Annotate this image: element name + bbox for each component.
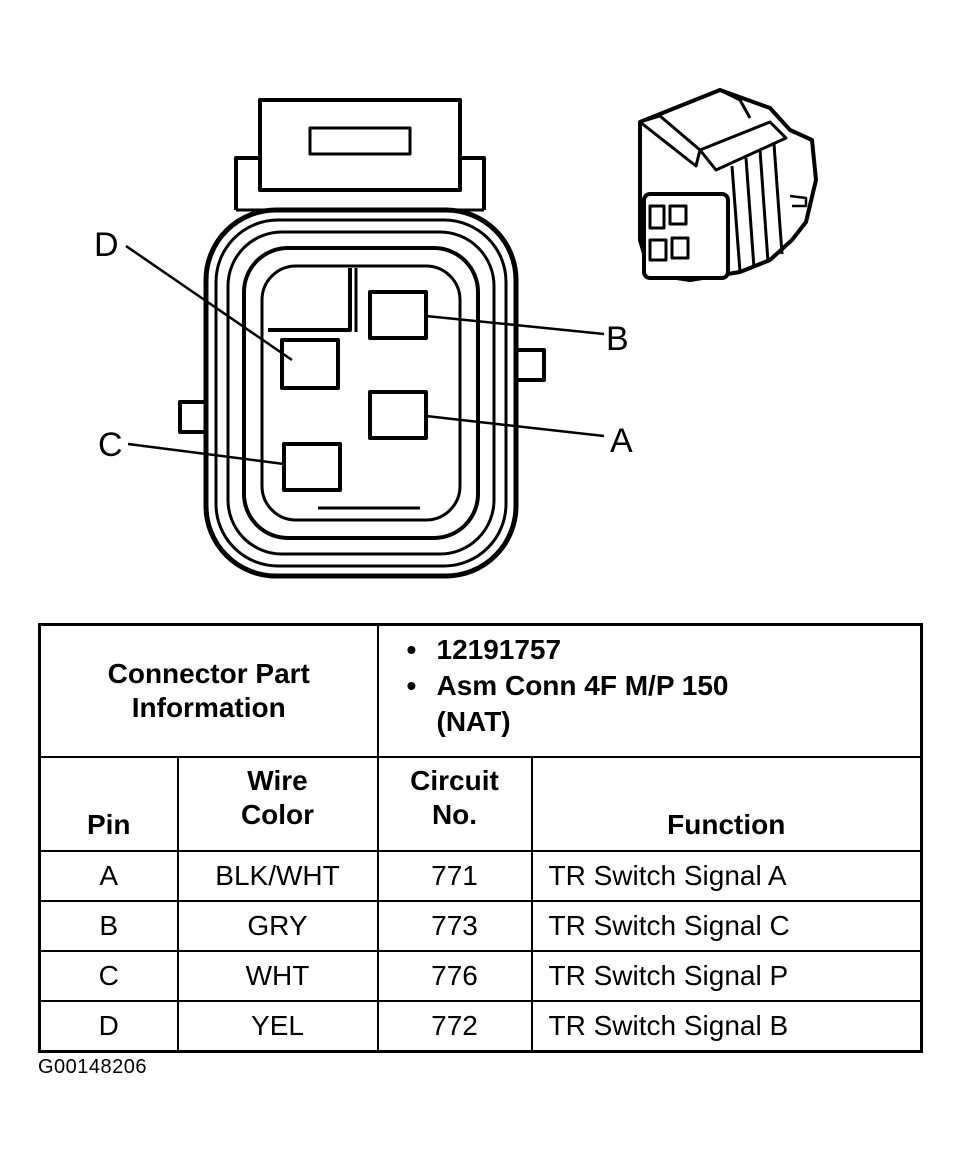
circuit-cell: 772 bbox=[376, 1000, 533, 1053]
function-cell: TR Switch Signal C bbox=[530, 900, 923, 952]
wire-color-cell: BLK/WHT bbox=[176, 850, 379, 902]
wire-color-cell: YEL bbox=[176, 1000, 379, 1053]
connector-info-table: Connector Part Information 12191757 Asm … bbox=[38, 623, 923, 1053]
pin-cell: D bbox=[38, 1000, 179, 1053]
function-cell: TR Switch Signal P bbox=[530, 950, 923, 1002]
part-info-header-text: Connector Part Information bbox=[107, 658, 310, 723]
part-number-item: Asm Conn 4F M/P 150 (NAT) bbox=[407, 668, 737, 740]
column-header-pin: Pin bbox=[38, 756, 179, 852]
column-header-circuit-no: Circuit No. bbox=[376, 756, 533, 852]
wire-color-cell: GRY bbox=[176, 900, 379, 952]
pin-label-d: D bbox=[94, 226, 119, 264]
part-numbers-cell: 12191757 Asm Conn 4F M/P 150 (NAT) bbox=[376, 623, 923, 758]
pin-cell: B bbox=[38, 900, 179, 952]
column-header-wire-color: Wire Color bbox=[176, 756, 379, 852]
connector-face-drawing: D B C A bbox=[94, 88, 818, 579]
wire-color-cell: WHT bbox=[176, 950, 379, 1002]
table-row: B GRY 773 TR Switch Signal C bbox=[38, 900, 923, 952]
figure-id: G00148206 bbox=[38, 1056, 148, 1078]
table-row: D YEL 772 TR Switch Signal B bbox=[38, 1000, 923, 1053]
column-header-function: Function bbox=[530, 756, 923, 852]
circuit-cell: 773 bbox=[376, 900, 533, 952]
circuit-cell: 771 bbox=[376, 850, 533, 902]
pin-label-b: B bbox=[606, 320, 629, 358]
connector-3d-view bbox=[638, 88, 818, 282]
part-info-header: Connector Part Information bbox=[38, 623, 379, 758]
part-number-list: 12191757 Asm Conn 4F M/P 150 (NAT) bbox=[407, 632, 921, 740]
table-row: A BLK/WHT 771 TR Switch Signal A bbox=[38, 850, 923, 902]
function-cell: TR Switch Signal B bbox=[530, 1000, 923, 1053]
circuit-cell: 776 bbox=[376, 950, 533, 1002]
function-cell: TR Switch Signal A bbox=[530, 850, 923, 902]
part-number-item: 12191757 bbox=[407, 632, 921, 668]
pin-label-c: C bbox=[98, 426, 123, 464]
column-header-wire-color-text: Wire Color bbox=[240, 765, 315, 830]
pin-cell: C bbox=[38, 950, 179, 1002]
table-row: C WHT 776 TR Switch Signal P bbox=[38, 950, 923, 1002]
pin-cell: A bbox=[38, 850, 179, 902]
column-header-circuit-no-text: Circuit No. bbox=[410, 765, 499, 830]
pin-label-a: A bbox=[610, 422, 633, 460]
